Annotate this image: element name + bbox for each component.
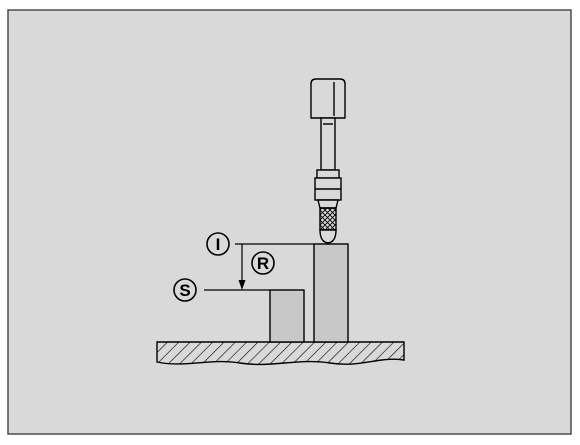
base-plate bbox=[156, 341, 405, 366]
probe bbox=[310, 78, 346, 244]
probe-nut bbox=[316, 169, 340, 179]
probe-rod bbox=[320, 117, 336, 171]
diagram-panel bbox=[7, 9, 572, 435]
dimension-lines bbox=[204, 243, 314, 291]
probe-tip bbox=[319, 207, 337, 231]
label-i-text: I bbox=[216, 235, 221, 254]
label-s-text: S bbox=[179, 281, 190, 300]
label-i: I bbox=[206, 232, 230, 256]
probe-upper-shaft bbox=[310, 78, 346, 119]
label-r: R bbox=[251, 251, 275, 275]
reference-block bbox=[269, 289, 305, 343]
probe-ball bbox=[319, 229, 337, 244]
label-r-text: R bbox=[257, 254, 269, 273]
r-dimension-arrowhead bbox=[238, 280, 246, 290]
workpiece-block bbox=[313, 243, 349, 343]
label-s: S bbox=[173, 278, 197, 302]
